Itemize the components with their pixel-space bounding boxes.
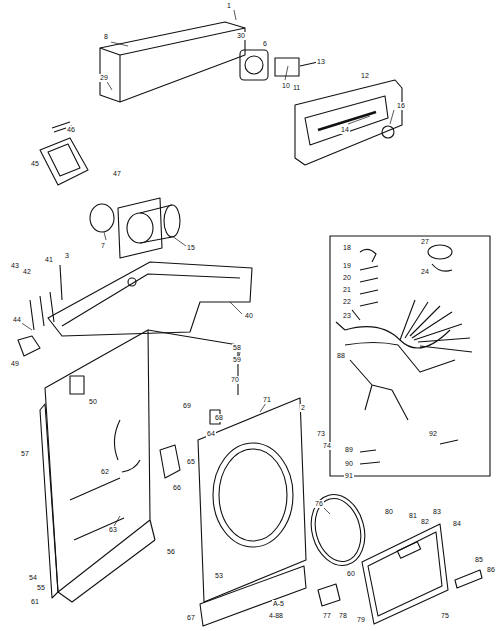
callout-number: 60	[346, 570, 356, 578]
door-handle	[455, 570, 482, 588]
callout-number: 50	[88, 398, 98, 406]
callout-number: 88	[336, 352, 346, 360]
callout-number: 81	[408, 512, 418, 520]
callout-number: 85	[474, 556, 484, 564]
callout-number: 76	[314, 500, 324, 508]
switch-bracket	[160, 445, 180, 478]
timer	[240, 50, 268, 80]
callout-number: 3	[64, 252, 70, 260]
callout-number: 80	[384, 508, 394, 516]
callout-number: 8	[103, 33, 109, 41]
callout-number: 30	[236, 32, 246, 40]
callout-number: 91	[344, 472, 354, 480]
toe-panel	[200, 566, 306, 626]
callout-number: 18	[342, 244, 352, 252]
callout-number: 82	[420, 518, 430, 526]
callout-number: 15	[186, 244, 196, 252]
callout-number: 64	[206, 430, 216, 438]
cabinet-side	[45, 330, 150, 592]
callout-number: 6	[262, 40, 268, 48]
door-seal	[304, 488, 373, 571]
callout-number: 73	[316, 430, 326, 438]
callout-number: 11	[292, 84, 301, 92]
callout-number: 2	[300, 404, 306, 412]
callout-number: 24	[420, 268, 430, 276]
control-panel	[295, 80, 402, 165]
callout-number: 47	[112, 170, 122, 178]
callout-number: 68	[214, 414, 224, 422]
latch	[318, 584, 340, 606]
inset-frame	[330, 236, 490, 476]
callout-number: 56	[166, 548, 176, 556]
callout-number: 45	[30, 160, 40, 168]
duct-ring	[90, 204, 114, 232]
callout-number: 92	[428, 430, 438, 438]
callout-number: 41	[44, 256, 54, 264]
callout-number: 20	[342, 274, 352, 282]
callout-number: 70	[230, 376, 240, 384]
callout-number: 78	[338, 612, 348, 620]
wire-harness	[336, 300, 472, 420]
knob	[382, 126, 394, 138]
callout-number: 77	[322, 612, 332, 620]
callout-number: 59	[232, 356, 242, 364]
callout-number: 14	[340, 126, 350, 134]
mounting-plate	[118, 198, 162, 258]
callout-number: 57	[20, 450, 30, 458]
callout-number: 4-88	[268, 612, 284, 620]
callout-number: 61	[30, 598, 40, 606]
callout-number: 46	[66, 126, 76, 134]
callout-number: 67	[186, 614, 196, 622]
callout-number: 21	[342, 286, 352, 294]
callout-number: 86	[486, 566, 496, 574]
callout-number: 1	[226, 2, 232, 10]
callout-number: 54	[28, 574, 38, 582]
vent-cover	[40, 138, 88, 185]
callout-number: 53	[214, 572, 224, 580]
callout-number: 63	[108, 526, 118, 534]
callout-number: 22	[342, 298, 352, 306]
callout-number: 40	[244, 312, 254, 320]
callout-number: 75	[440, 612, 450, 620]
console-rear-panel	[100, 22, 245, 102]
callout-number: 90	[344, 460, 354, 468]
callout-number: 83	[432, 508, 442, 516]
callout-number: 27	[420, 238, 430, 246]
callout-number: 42	[22, 268, 32, 276]
callout-number: 23	[342, 312, 352, 320]
callout-number: 16	[396, 102, 406, 110]
callout-number: 55	[36, 584, 46, 592]
callout-number: 19	[342, 262, 352, 270]
callout-number: 84	[452, 520, 462, 528]
callout-number: A-5	[272, 600, 285, 608]
callout-number: 58	[232, 344, 242, 352]
callout-number: 13	[316, 58, 326, 66]
door-opening	[213, 443, 293, 547]
callout-number: 71	[262, 396, 272, 404]
callout-number: 10	[281, 82, 291, 90]
callout-number: 65	[186, 458, 196, 466]
callout-number: 49	[10, 360, 20, 368]
callout-number: 62	[100, 468, 110, 476]
top-panel	[48, 262, 252, 336]
callout-number: 12	[360, 72, 370, 80]
callout-number: 7	[100, 242, 106, 250]
callout-number: 44	[12, 316, 22, 324]
callout-number: 43	[10, 262, 20, 270]
callout-number: 69	[182, 402, 192, 410]
callout-number: 79	[356, 616, 366, 624]
callout-number: 89	[344, 446, 354, 454]
door	[362, 524, 448, 624]
callout-number: 29	[99, 74, 109, 82]
callout-number: 66	[172, 484, 182, 492]
switch	[275, 58, 299, 76]
callout-number: 74	[322, 442, 332, 450]
